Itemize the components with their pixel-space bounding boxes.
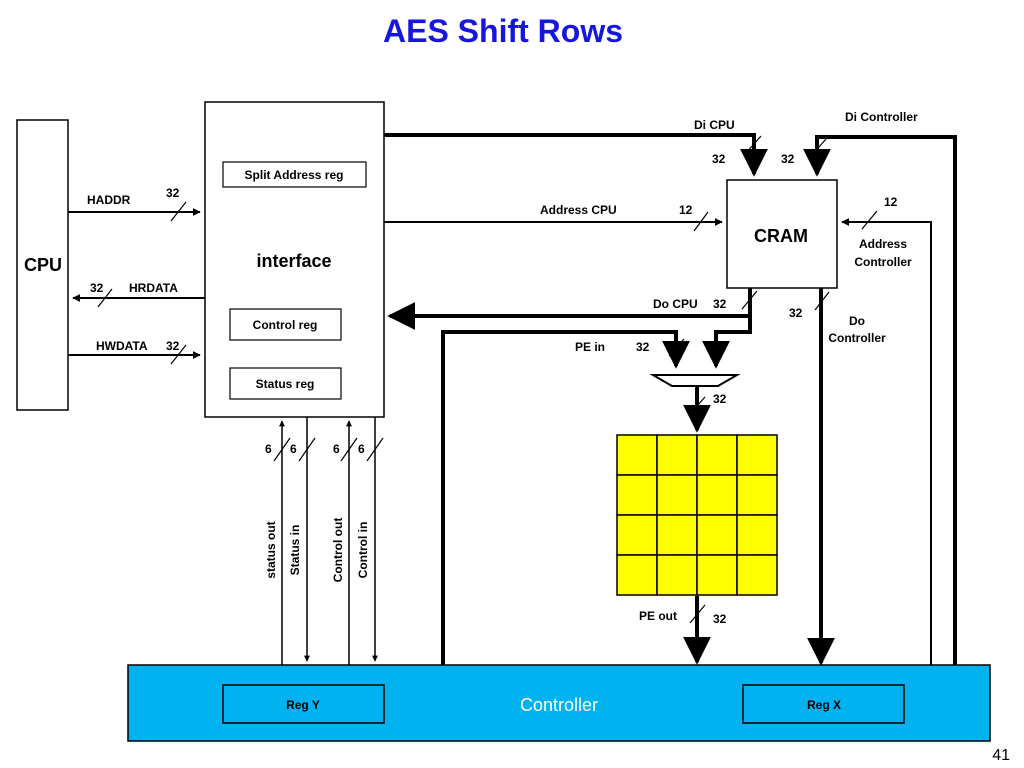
di-controller-label: Di Controller — [845, 110, 918, 124]
pe-out-width: 32 — [713, 612, 727, 626]
multiplexer — [649, 374, 741, 387]
status-reg — [229, 367, 342, 400]
hwdata-width: 32 — [166, 339, 180, 353]
pe-cell — [696, 474, 738, 516]
status-in-slash — [298, 437, 316, 462]
mux-out-slash — [689, 396, 706, 415]
interface-block — [204, 101, 385, 418]
do-cpu-to-mux-bus — [702, 316, 752, 369]
cram-block — [726, 179, 838, 289]
hwdata-slash — [170, 344, 187, 365]
pe-cell — [656, 554, 698, 596]
pe-cell — [736, 474, 778, 516]
cpu-label: CPU — [24, 255, 62, 275]
control-out-width: 6 — [333, 442, 340, 456]
do-controller-label-2: Controller — [828, 331, 886, 345]
control-out-slash — [340, 437, 358, 462]
pe-out-label: PE out — [639, 609, 677, 623]
di-controller-bus — [803, 135, 957, 665]
address-cpu-slash — [693, 211, 709, 232]
di-cpu-width: 32 — [712, 152, 726, 166]
hrdata-label: HRDATA — [129, 281, 178, 295]
control-in-label: Control in — [356, 522, 370, 579]
hwdata-label: HWDATA — [96, 339, 148, 353]
status-out-label: status out — [264, 521, 278, 578]
reg-y-label: Reg Y — [286, 698, 320, 712]
di-cpu-bus — [384, 133, 768, 177]
address-controller-bus — [841, 218, 932, 665]
pe-array — [616, 434, 778, 596]
control-reg — [229, 308, 342, 341]
pe-cell — [696, 514, 738, 556]
do-controller-width: 32 — [789, 306, 803, 320]
control-reg-label: Control reg — [253, 318, 318, 332]
reg-y — [222, 684, 385, 724]
di-cpu-label: Di CPU — [694, 118, 735, 132]
haddr-slash — [170, 201, 187, 222]
do-cpu-label: Do CPU — [653, 297, 698, 311]
control-in-width: 6 — [358, 442, 365, 456]
do-cpu-slash — [741, 290, 758, 310]
pe-cell — [616, 554, 658, 596]
di-controller-slash — [810, 138, 827, 157]
pe-in-label: PE in — [575, 340, 605, 354]
pe-cell — [616, 514, 658, 556]
hrdata-width: 32 — [90, 281, 104, 295]
hrdata-slash — [97, 288, 113, 308]
pe-in-slash — [668, 338, 685, 357]
pe-cell — [736, 434, 778, 476]
pe-cell — [616, 434, 658, 476]
pe-cell — [696, 434, 738, 476]
control-in-slash — [366, 437, 384, 462]
control-out-label: Control out — [331, 518, 345, 583]
pe-cell — [656, 434, 698, 476]
pe-in-width: 32 — [636, 340, 650, 354]
interface-label: interface — [256, 251, 331, 271]
status-out-width: 6 — [265, 442, 272, 456]
pe-cell — [736, 514, 778, 556]
status-in-label: Status in — [288, 525, 302, 576]
address-cpu-label: Address CPU — [540, 203, 617, 217]
address-controller-label-2: Controller — [854, 255, 912, 269]
haddr-label: HADDR — [87, 193, 131, 207]
di-cpu-slash — [745, 135, 762, 154]
pe-cell — [616, 474, 658, 516]
status-out-slash — [273, 437, 291, 462]
slide-title: AES Shift Rows — [383, 13, 623, 49]
mux-out-width: 32 — [713, 392, 727, 406]
pe-cell — [696, 554, 738, 596]
split-address-reg — [222, 161, 367, 188]
cram-label: CRAM — [754, 226, 808, 246]
pe-cell — [656, 474, 698, 516]
page-number: 41 — [992, 747, 1010, 764]
address-controller-width: 12 — [884, 195, 898, 209]
pe-cell — [736, 554, 778, 596]
do-controller-label-1: Do — [849, 314, 865, 328]
haddr-width: 32 — [166, 186, 180, 200]
pe-in-bus — [441, 330, 690, 665]
di-controller-width: 32 — [781, 152, 795, 166]
status-reg-label: Status reg — [256, 377, 315, 391]
address-cpu-width: 12 — [679, 203, 693, 217]
pe-out-slash — [689, 604, 706, 624]
address-controller-label-1: Address — [859, 237, 907, 251]
cpu-block — [16, 119, 69, 411]
reg-x-label: Reg X — [807, 698, 841, 712]
reg-x — [742, 684, 905, 724]
pe-cell — [656, 514, 698, 556]
status-in-width: 6 — [290, 442, 297, 456]
do-controller-slash — [814, 291, 830, 311]
split-address-reg-label: Split Address reg — [245, 168, 344, 182]
address-controller-slash — [861, 210, 878, 230]
do-cpu-width: 32 — [713, 297, 727, 311]
controller-label: Controller — [520, 695, 598, 715]
